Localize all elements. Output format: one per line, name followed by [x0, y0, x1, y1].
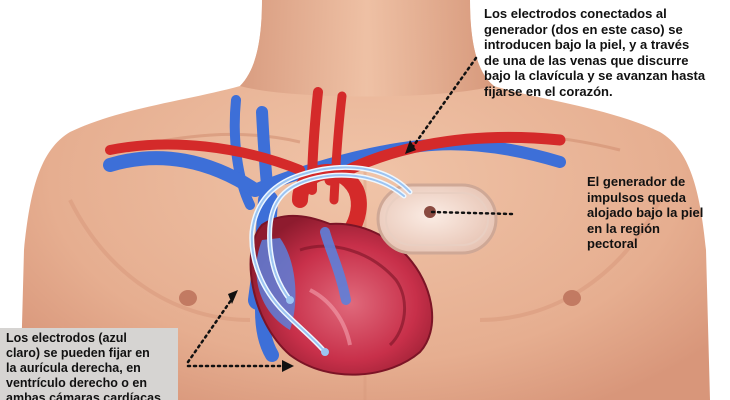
electrodes-fixation-annotation: Los electrodos (azul claro) se pueden fi… [0, 328, 178, 400]
electrode-leads [249, 164, 413, 356]
generator-annotation: El generador de impulsos queda alojado b… [587, 174, 704, 251]
leader-lines [186, 56, 514, 372]
pacemaker-generator-icon [376, 183, 498, 255]
electrodes-route-annotation: Los electrodos conectados al generador (… [484, 6, 706, 99]
heart-icon [249, 214, 434, 376]
